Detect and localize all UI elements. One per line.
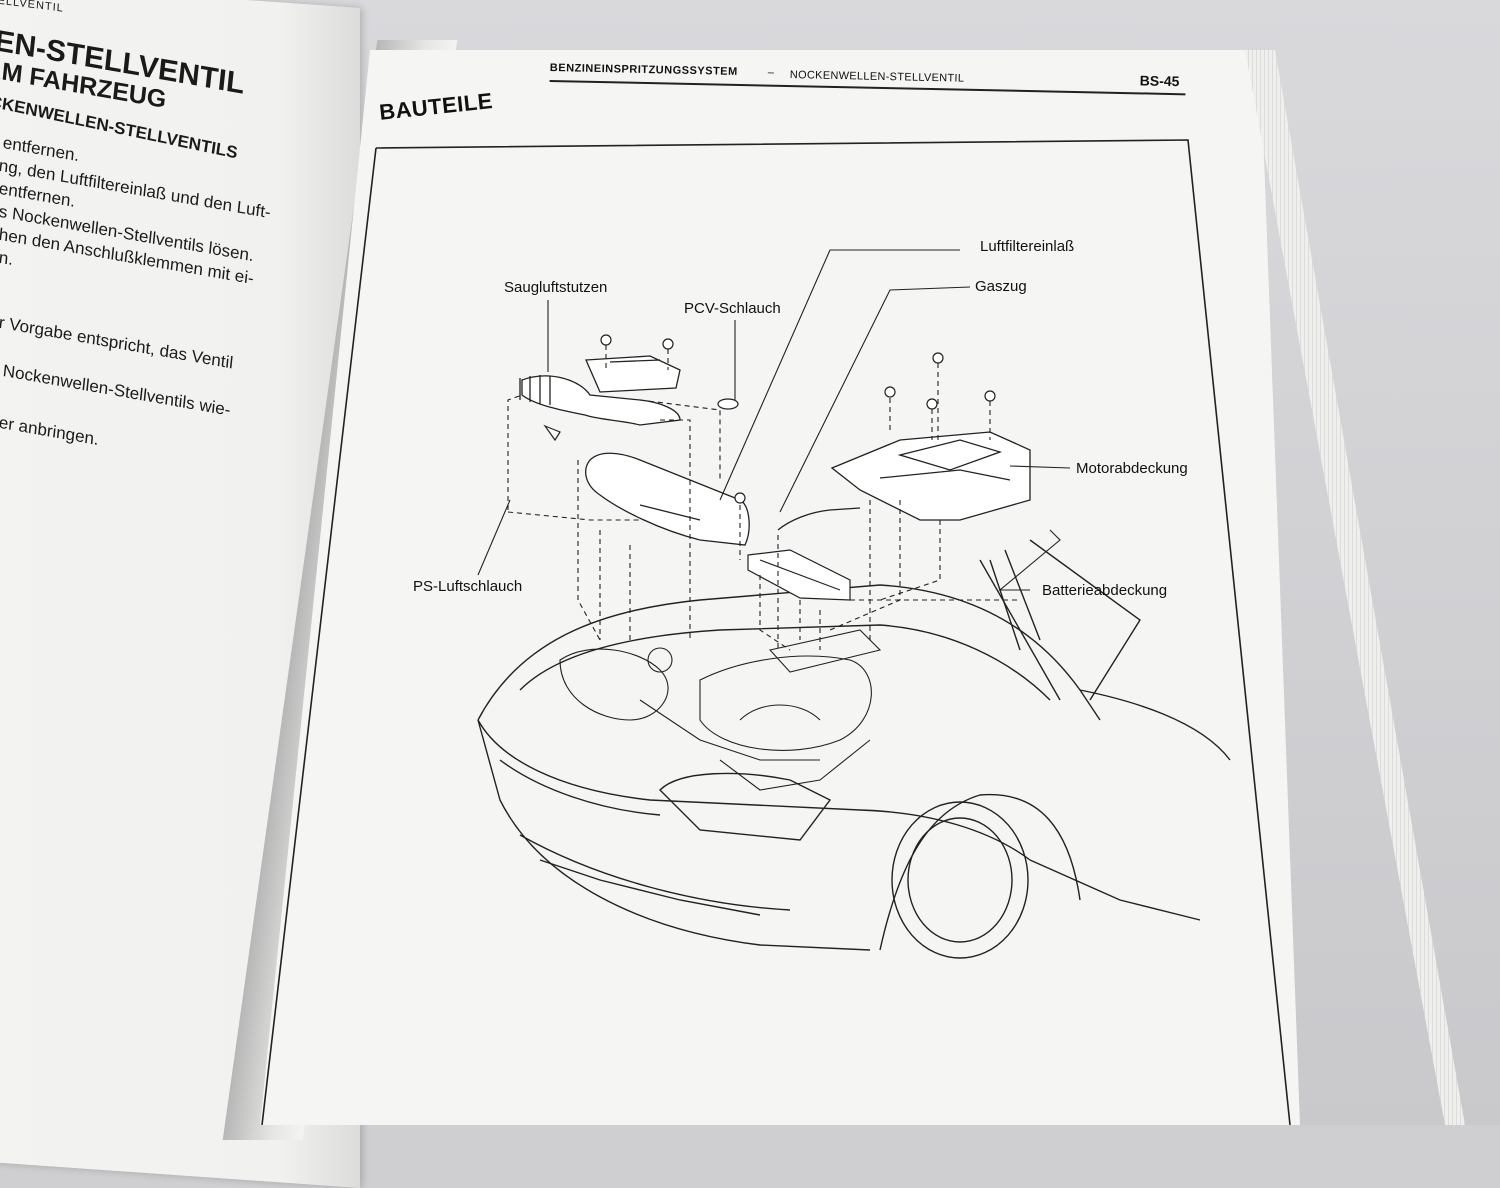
throttle-cable <box>777 507 861 531</box>
battery-cover <box>747 549 851 601</box>
label-saugluftstutzen: Saugluftstutzen <box>504 279 608 296</box>
label-pcv-schlauch: PCV-Schlauch <box>684 300 781 317</box>
air-hose <box>585 452 750 546</box>
engine-bay-diagram <box>261 139 1291 1125</box>
leader-lines <box>477 249 1071 591</box>
label-luftfiltereinlass: Luftfiltereinlaß <box>980 238 1075 255</box>
label-motorabdeckung: Motorabdeckung <box>1076 460 1188 477</box>
engine-cover <box>830 431 1031 521</box>
intake-duct <box>519 355 681 426</box>
label-ps-luftschlauch: PS-Luftschlauch <box>413 578 523 595</box>
car-outline <box>477 539 1231 959</box>
engine-block <box>559 629 882 791</box>
label-gaszug: Gaszug <box>975 278 1027 295</box>
assembly-lines <box>507 345 1020 651</box>
bolts <box>543 334 996 504</box>
diagram-frame <box>261 139 1291 1125</box>
label-batterieabdeckung: Batterieabdeckung <box>1042 582 1168 599</box>
